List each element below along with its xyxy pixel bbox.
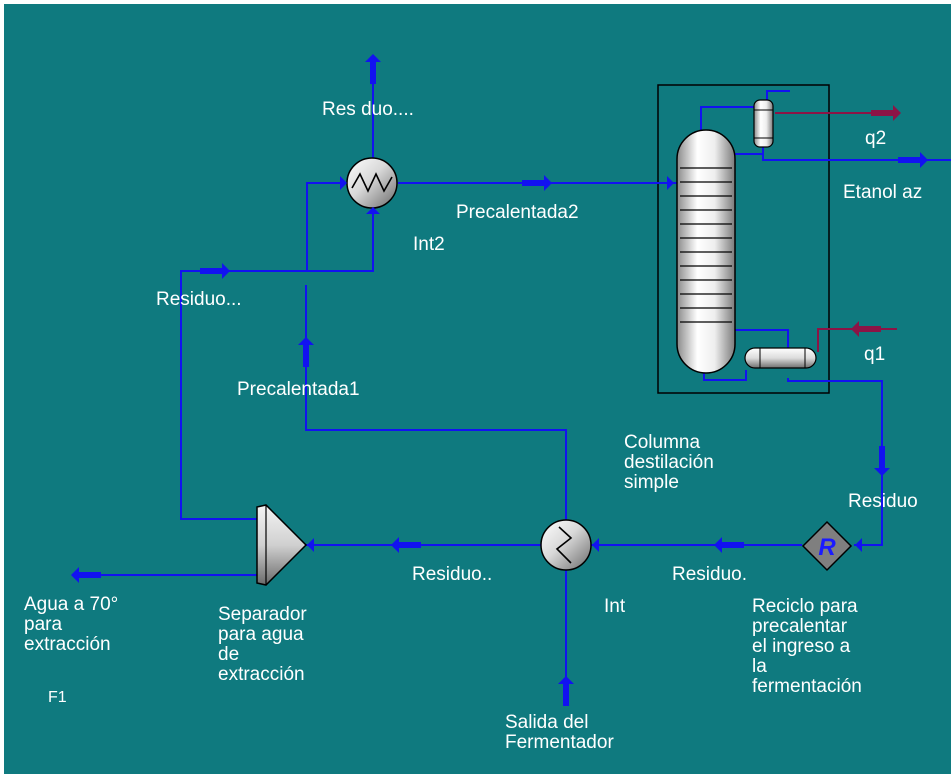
agua-arrow [71,567,101,583]
int-heat-exchanger-icon[interactable] [540,519,592,571]
residuo-right-arrow [874,446,890,476]
etanol-label: Etanol az [843,182,923,203]
residuo-right-stream[interactable] [787,378,883,546]
separator-icon[interactable] [256,504,308,586]
int-label: Int [604,596,626,617]
salida-label: Salida del Fermentador [505,712,614,753]
condenser-vapor-stream[interactable] [766,90,790,100]
residuo-top-arrow [365,54,381,84]
separador-label: Separador para agua de extracción [218,604,307,685]
f1-label: F1 [48,689,67,706]
int2-label: Int2 [413,234,445,255]
canvas-background [4,4,951,774]
residuo-left-arrow [200,263,230,279]
residuo-bottom-right-arrow [714,537,744,553]
column-frame [657,84,830,394]
recycle-symbol: R [818,534,836,561]
residuo-top-label: Res duo.... [322,99,414,120]
reboiler-icon[interactable] [744,347,817,369]
condenser-icon[interactable] [753,99,774,148]
residuo-right-label: Residuo [848,491,918,512]
separator-inlet-arrow [307,538,314,552]
recycle-inlet-arrow [855,538,862,552]
precalentada2-arrow [522,175,552,191]
salida-arrow [558,676,574,706]
reciclo-label: Reciclo para precalentar el ingreso a la… [752,596,862,697]
int2-return-stream[interactable] [307,206,374,272]
int2-heat-exchanger-icon[interactable] [346,157,398,209]
q2-arrow [871,105,901,121]
white-frame-top [0,0,951,4]
residuo-left-label: Residuo... [156,289,242,310]
q2-label: q2 [865,128,887,149]
q1-arrow [851,321,881,337]
agua-label: Agua a 70° para extracción [24,594,119,655]
q1-label: q1 [864,344,886,365]
column-feed-arrow [667,176,674,190]
residuo-bottom-right-label: Residuo. [672,564,747,585]
etanol-stream[interactable] [762,154,951,161]
precalentada1-label: Precalentada1 [237,379,360,400]
residuo-bottom-left-arrow [391,537,421,553]
recycle-block-icon[interactable]: R [801,520,853,572]
residuo-left-stream[interactable] [180,182,346,520]
int-inlet-arrow [592,538,599,552]
precalentada2-label: Precalentada2 [456,202,579,223]
int2-return-arrow [366,207,380,214]
etanol-arrow [898,152,928,168]
column-bottom-stream[interactable] [735,329,789,349]
int2-inlet-arrow [340,176,347,190]
distillation-column-icon[interactable] [676,129,736,374]
residuo-bottom-left-label: Residuo.. [412,564,493,585]
white-frame-left [0,0,4,774]
column-label: Columna destilación simple [624,432,714,493]
precalentada1-arrow [298,337,314,367]
